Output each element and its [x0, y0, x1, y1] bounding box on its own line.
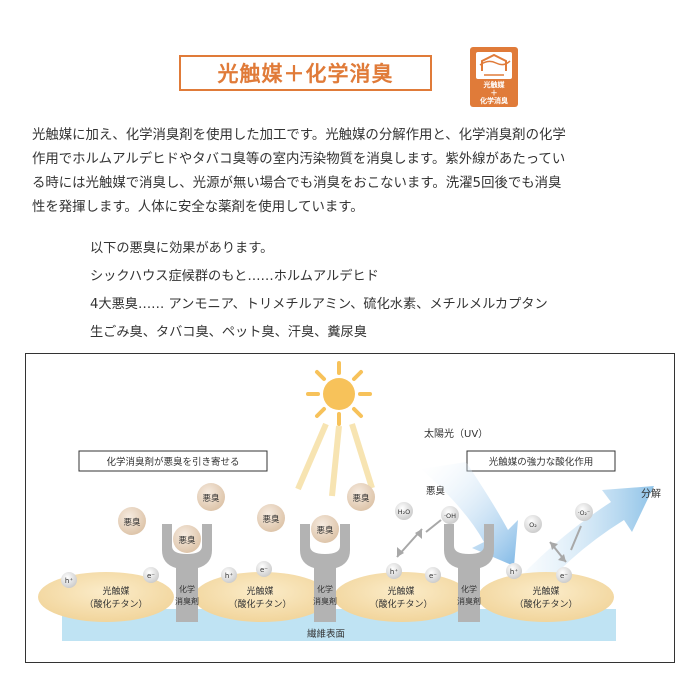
photocatalyst-3: 光触媒 （酸化チタン）: [334, 572, 470, 622]
chemical-agent-3: 化学 消臭剤: [444, 524, 494, 622]
right-label: 光触媒の強力な酸化作用: [489, 456, 594, 468]
odor-molecule: 悪臭: [347, 483, 375, 511]
svg-text:h⁺: h⁺: [510, 568, 518, 576]
svg-text:h⁺: h⁺: [225, 572, 233, 580]
svg-text:悪臭: 悪臭: [178, 535, 196, 546]
o2-molecule: O₂: [524, 515, 542, 533]
h2o-molecule: H₂O: [395, 502, 413, 520]
surface-label: 繊維表面: [307, 628, 345, 640]
hole-marker: h⁺: [61, 572, 77, 588]
description-line: 性を発揮します。人体に安全な薬剤を使用しています。: [32, 200, 364, 215]
catalyst-sublabel: （酸化チタン）: [84, 598, 147, 610]
catalyst-sublabel: （酸化チタン）: [369, 598, 432, 610]
svg-text:e⁻: e⁻: [429, 572, 437, 580]
svg-text:·OH: ·OH: [444, 512, 456, 520]
hole-marker: h⁺: [506, 563, 522, 579]
electron-marker: e⁻: [556, 567, 572, 583]
electron-marker: e⁻: [425, 567, 441, 583]
description-line: 作用でホルムアルデヒドやタバコ臭等の室内汚染物質を消臭します。紫外線があたってい: [32, 152, 566, 167]
effects-line: 4大悪臭…… アンモニア、トリメチルアミン、硫化水素、メチルメルカプタン: [90, 297, 548, 312]
description-line: る時には光触媒で消臭し、光源が無い場合でも消臭をおこないます。洗濯5回後でも消臭: [32, 176, 562, 191]
diagram-frame: 太陽光（UV） 化学消臭剤が悪臭を引き寄せる 光触媒の強力な酸化作用 分解 繊維…: [25, 353, 675, 663]
svg-text:悪臭: 悪臭: [262, 514, 280, 525]
deodorization-diagram: 太陽光（UV） 化学消臭剤が悪臭を引き寄せる 光触媒の強力な酸化作用 分解 繊維…: [38, 361, 661, 641]
odor-molecule: 悪臭: [311, 515, 339, 543]
catalyst-sublabel: （酸化チタン）: [514, 598, 577, 610]
catalyst-label: 光触媒: [387, 585, 414, 597]
oh-radical: ·OH: [441, 506, 459, 524]
title-box: 光触媒＋化学消臭: [179, 55, 432, 91]
photocatalyst-4: 光触媒 （酸化チタン）: [478, 572, 614, 622]
badge-line-1: 光触媒: [483, 81, 505, 89]
svg-text:H₂O: H₂O: [398, 508, 411, 516]
chemical-agent-1: 化学 消臭剤: [162, 524, 212, 622]
uv-beam: [421, 462, 518, 566]
svg-text:O₂: O₂: [529, 521, 537, 529]
sun-label: 太陽光（UV）: [424, 427, 488, 440]
agent-label: 化学: [317, 584, 333, 594]
left-label-box: [78, 450, 268, 472]
electron-marker: e⁻: [143, 567, 159, 583]
odor-molecule: 悪臭: [118, 507, 146, 535]
svg-text:悪臭: 悪臭: [352, 493, 370, 504]
house-icon: [476, 52, 512, 79]
effects-list: 以下の悪臭に効果があります。 シックハウス症候群のもと……ホルムアルデヒド 4大…: [90, 235, 650, 347]
svg-text:h⁺: h⁺: [390, 568, 398, 576]
svg-text:·O₂⁻: ·O₂⁻: [578, 510, 590, 517]
svg-text:e⁻: e⁻: [560, 572, 568, 580]
svg-text:悪臭: 悪臭: [202, 493, 220, 504]
svg-text:悪臭: 悪臭: [123, 517, 141, 528]
catalyst-label: 光触媒: [532, 585, 559, 597]
hole-marker: h⁺: [386, 563, 402, 579]
description: 光触媒に加え、化学消臭剤を使用した加工です。光触媒の分解作用と、化学消臭剤の化学…: [32, 124, 672, 220]
reaction-arrows: [396, 519, 582, 563]
odor-molecule: 悪臭: [257, 504, 285, 532]
svg-text:e⁻: e⁻: [260, 566, 268, 574]
catalyst-label: 光触媒: [246, 585, 273, 597]
chemical-agent-2: 化学 消臭剤: [300, 524, 350, 622]
decompose-label: 分解: [641, 487, 661, 500]
left-label: 化学消臭剤が悪臭を引き寄せる: [106, 456, 239, 468]
page-title: 光触媒＋化学消臭: [217, 62, 394, 86]
hole-marker: h⁺: [221, 567, 237, 583]
sun-icon: [306, 361, 372, 426]
agent-sublabel: 消臭剤: [175, 596, 199, 606]
badge-line-2: ＋: [490, 89, 498, 97]
agent-sublabel: 消臭剤: [313, 596, 337, 606]
description-line: 光触媒に加え、化学消臭剤を使用した加工です。光触媒の分解作用と、化学消臭剤の化学: [32, 128, 566, 143]
svg-text:悪臭: 悪臭: [316, 525, 334, 536]
effects-line: 以下の悪臭に効果があります。: [90, 241, 274, 256]
o2-radical: ·O₂⁻: [575, 503, 593, 521]
process-badge: 光触媒 ＋ 化学消臭: [470, 47, 518, 107]
badge-line-3: 化学消臭: [480, 97, 508, 105]
electron-marker: e⁻: [256, 561, 272, 577]
svg-text:h⁺: h⁺: [65, 577, 73, 585]
catalyst-sublabel: （酸化チタン）: [228, 598, 291, 610]
effects-line: シックハウス症候群のもと……ホルムアルデヒド: [90, 269, 379, 284]
agent-sublabel: 消臭剤: [457, 596, 481, 606]
odor-label: 悪臭: [426, 485, 446, 497]
svg-text:e⁻: e⁻: [147, 572, 155, 580]
odor-molecule: 悪臭: [197, 483, 225, 511]
photocatalyst-2: 光触媒 （酸化チタン）: [194, 572, 330, 622]
odor-molecule: 悪臭: [173, 525, 201, 553]
effects-line: 生ごみ臭、タバコ臭、ペット臭、汗臭、糞尿臭: [90, 325, 367, 340]
uv-rays: [295, 422, 375, 497]
catalyst-label: 光触媒: [102, 585, 129, 597]
agent-label: 化学: [179, 584, 195, 594]
right-label-box: [466, 450, 616, 472]
agent-label: 化学: [461, 584, 477, 594]
